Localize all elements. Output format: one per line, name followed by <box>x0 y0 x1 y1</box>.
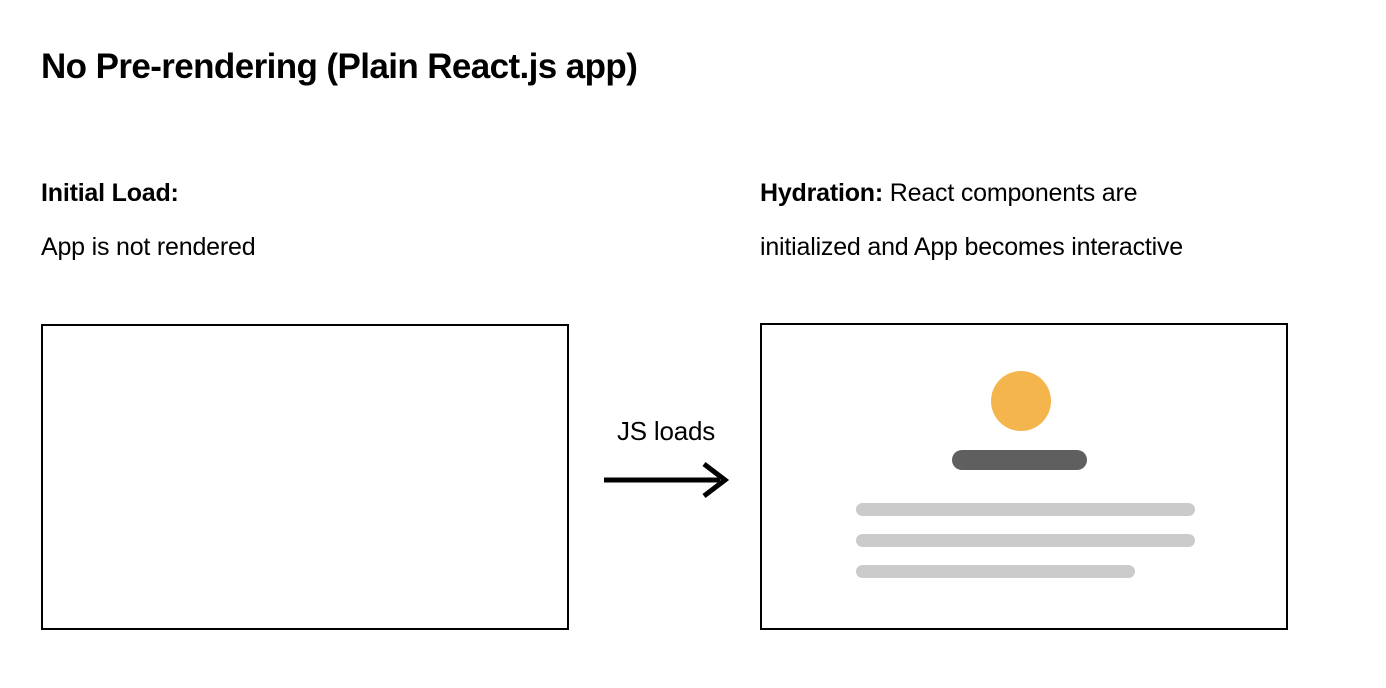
skeleton-avatar-icon <box>991 371 1051 431</box>
skeleton-text-line-2 <box>856 534 1195 547</box>
arrow-right-icon <box>604 462 730 498</box>
hydration-caption-line-1: Hydration: React components are <box>760 166 1360 220</box>
initial-load-caption-line-1: Initial Load: <box>41 166 541 220</box>
initial-load-description: App is not rendered <box>41 233 256 261</box>
page-title: No Pre-rendering (Plain React.js app) <box>41 47 638 86</box>
initial-load-frame <box>41 324 569 630</box>
js-loads-transition: JS loads <box>596 414 736 504</box>
initial-load-label: Initial Load: <box>41 179 179 207</box>
hydration-caption: Hydration: React components are initiali… <box>760 166 1360 274</box>
hydration-description-part-1: React components are <box>889 179 1138 207</box>
initial-load-caption: Initial Load: App is not rendered <box>41 166 541 274</box>
hydration-frame <box>760 323 1288 630</box>
skeleton-heading-bar <box>952 450 1087 470</box>
skeleton-text-line-1 <box>856 503 1195 516</box>
hydration-label: Hydration: <box>760 179 884 207</box>
js-loads-label: JS loads <box>616 416 716 446</box>
hydration-description-part-2: initialized and App becomes interactive <box>760 233 1184 261</box>
skeleton-text-line-3 <box>856 565 1135 578</box>
